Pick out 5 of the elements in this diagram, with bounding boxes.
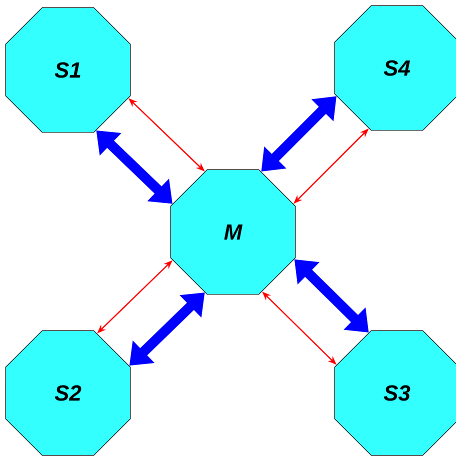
octagon-node: S3 [334, 330, 456, 456]
octagon-node: S2 [5, 330, 131, 456]
octagon-node: S1 [5, 7, 131, 133]
octagon-node: S4 [334, 5, 456, 131]
octagon-node: M [170, 169, 296, 295]
